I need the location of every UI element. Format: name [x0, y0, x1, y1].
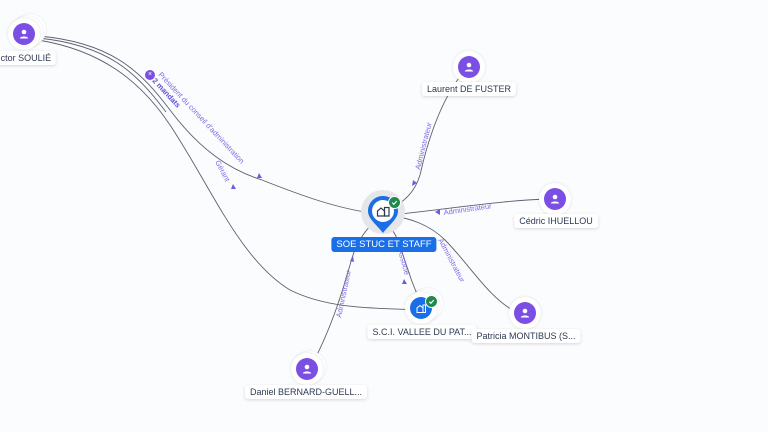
edge-label-gerant: Gérant: [213, 159, 232, 184]
verified-icon: [388, 196, 401, 209]
arrow-marker: [435, 209, 440, 215]
person-icon: [544, 188, 566, 210]
edge-label-daniel: Administrateur: [334, 269, 353, 319]
node-label-sci[interactable]: S.C.I. VALLEE DU PAT...: [367, 325, 477, 339]
edge-victor-center[interactable]: [37, 35, 381, 215]
person-icon: [458, 56, 480, 78]
arrow-marker: [350, 256, 354, 262]
edge-label-patricia: Administrateur: [436, 237, 467, 284]
mandats-badge[interactable]: ×: [145, 70, 155, 80]
node-label-laurent[interactable]: Laurent DE FUSTER: [421, 82, 517, 96]
node-label-daniel[interactable]: Daniel BERNARD-GUELL...: [244, 385, 368, 399]
arrow-marker: [412, 180, 417, 186]
arrow-marker: [402, 279, 407, 284]
edge-daniel-center[interactable]: [311, 219, 379, 366]
edge-label-sci: Associé: [396, 248, 411, 276]
edge-label-laurent: Administrateur: [413, 121, 434, 171]
avatar: [8, 18, 40, 50]
arrow-marker: [231, 184, 236, 189]
edge-label-president: Président du conseil d'administration: [157, 70, 247, 165]
arrow-marker: [257, 173, 262, 178]
avatar: [453, 51, 485, 83]
verified-icon: [425, 295, 438, 308]
building-icon: [376, 206, 390, 217]
avatar: [539, 183, 571, 215]
edge-victor-sci[interactable]: [37, 39, 421, 311]
avatar: [509, 297, 541, 329]
edge-label-cedric: Administrateur: [443, 201, 493, 217]
node-label-patricia[interactable]: Patricia MONTIBUS (S...: [471, 329, 581, 343]
avatar: [291, 353, 323, 385]
edge-victor-center-2: [37, 37, 167, 113]
person-icon: [296, 358, 318, 380]
edge-patricia-center[interactable]: [391, 215, 519, 314]
node-label-cedric[interactable]: Cédric IHUELLOU: [514, 214, 598, 228]
person-icon: [514, 302, 536, 324]
center-node-label[interactable]: SOE STUC ET STAFF: [331, 237, 437, 252]
node-label-victor[interactable]: Victor SOULIÉ: [0, 51, 57, 65]
person-icon: [13, 23, 35, 45]
edge-cedric-center[interactable]: [399, 198, 549, 215]
